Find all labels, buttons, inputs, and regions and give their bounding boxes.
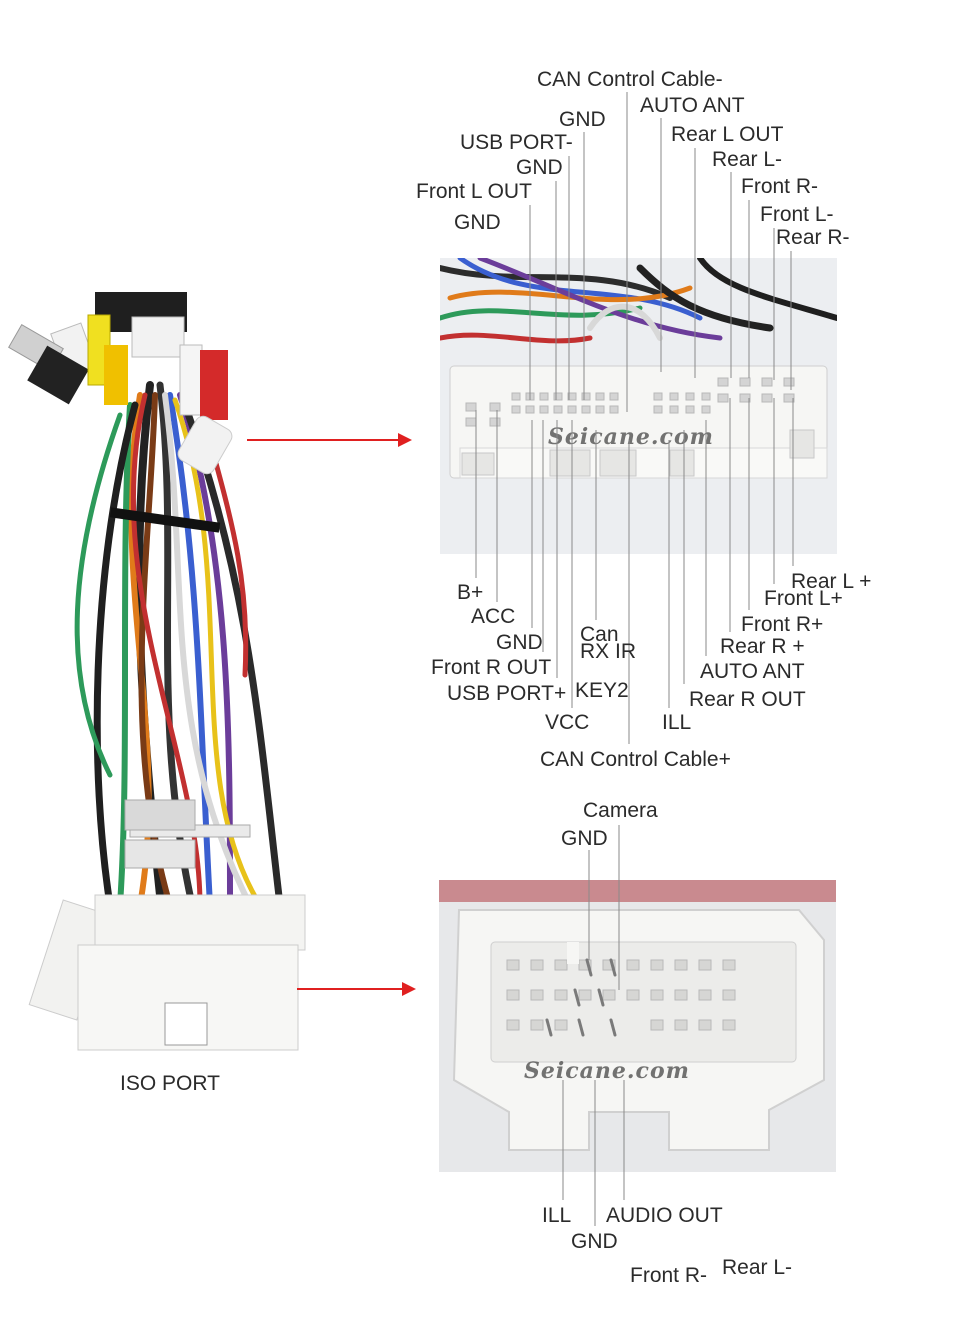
label-camera: Camera xyxy=(583,799,658,822)
label-ill-top: ILL xyxy=(662,711,692,734)
label-rear-r-out: Rear R OUT xyxy=(689,688,806,711)
label-front-l-out: Front L OUT xyxy=(416,180,532,203)
label-rear-r-minus: Rear R- xyxy=(776,226,850,249)
pointer-arrow-head xyxy=(402,982,416,996)
connector-photo-top xyxy=(440,258,837,554)
label-usb-port-minus: USB PORT- xyxy=(460,131,573,154)
label-front-r-plus: Front R+ xyxy=(741,613,824,636)
label-front-r-minus-bottom: Front R- xyxy=(630,1264,708,1287)
label-vcc: VCC xyxy=(545,711,590,734)
label-gnd-top-2: GND xyxy=(516,156,563,179)
label-front-l-minus: Front L- xyxy=(760,203,834,226)
label-ill-bottom: ILL xyxy=(542,1204,572,1227)
harness-photo xyxy=(0,255,320,1065)
label-gnd-camera: GND xyxy=(561,827,608,850)
label-auto-ant-bottom: AUTO ANT xyxy=(700,660,805,683)
label-usb-port-plus: USB PORT+ xyxy=(447,682,567,705)
label-front-r-minus-top: Front R- xyxy=(741,175,819,198)
label-gnd-top-3: GND xyxy=(454,211,501,234)
label-gnd-mid: GND xyxy=(496,631,543,654)
label-gnd-top-1: GND xyxy=(559,108,606,131)
label-rear-l-out: Rear L OUT xyxy=(671,123,784,146)
label-can: Can xyxy=(580,623,619,646)
label-rear-l-plus: Rear L + xyxy=(791,570,872,593)
label-can-control-cable-plus: CAN Control Cable+ xyxy=(540,748,731,771)
watermark-bottom: Seicane.com xyxy=(524,1058,690,1084)
label-front-l-plus: Front L+ xyxy=(764,587,843,610)
label-rear-l-minus-top: Rear L- xyxy=(712,148,783,171)
label-acc: ACC xyxy=(471,605,516,628)
pointer-arrow-head xyxy=(398,433,412,447)
label-rear-r-plus: Rear R + xyxy=(720,635,805,658)
label-gnd-bottom: GND xyxy=(571,1230,618,1253)
label-audio-out: AUDIO OUT xyxy=(606,1204,723,1227)
label-front-r-out: Front R OUT xyxy=(431,656,552,679)
label-rx-ir: RX IR xyxy=(580,640,637,663)
label-key2: KEY2 xyxy=(575,679,629,702)
label-b-plus: B+ xyxy=(457,581,484,604)
label-iso-port: ISO PORT xyxy=(120,1072,220,1095)
label-rear-l-minus-bottom: Rear L- xyxy=(722,1256,793,1279)
label-can-control-cable-minus: CAN Control Cable- xyxy=(537,68,723,91)
label-auto-ant-top: AUTO ANT xyxy=(640,94,745,117)
connector-photo-bottom xyxy=(439,880,836,1172)
watermark-top: Seicane.com xyxy=(548,424,714,450)
